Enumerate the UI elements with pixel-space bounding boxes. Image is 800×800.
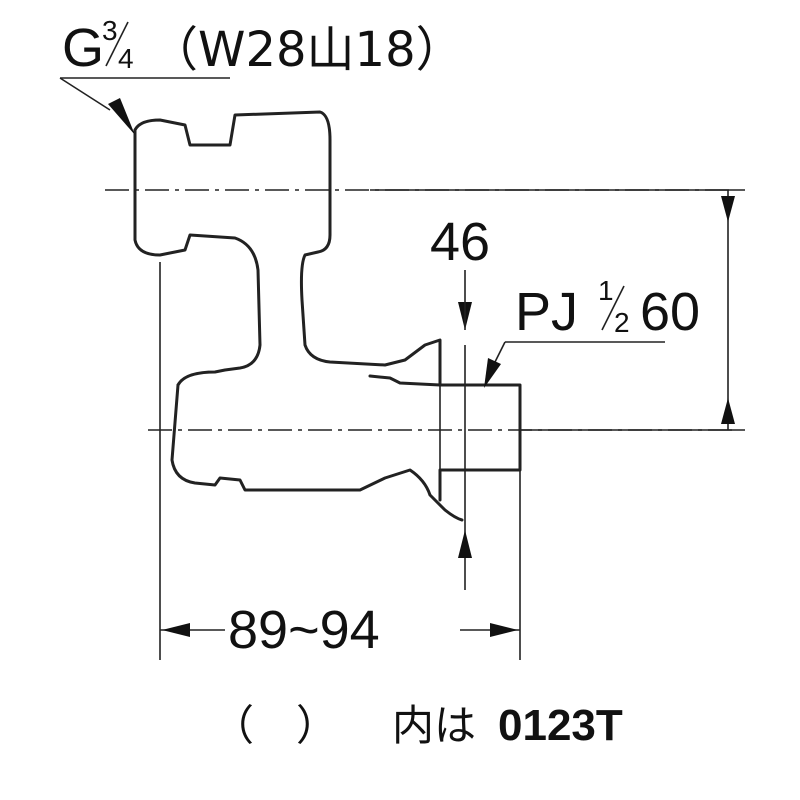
note-model: 0123T [498,701,623,750]
body-right [438,383,522,502]
arrow-89-left [162,623,190,637]
arrow-46-bottom [458,530,472,558]
pj-frac-slash [601,285,625,331]
pj-label: PJ [515,282,578,342]
note-text: 内は [392,701,476,750]
leader-pj-arrow [484,358,501,388]
thread-frac-top: 3 [102,15,118,46]
leader-g-arrow [108,98,135,135]
note-paren: （ ） [212,701,338,750]
pj-frac-bottom: 2 [614,307,630,338]
thread-frac-bottom: 4 [118,43,134,74]
dim-46-label: 46 [430,212,490,272]
thread-frac-slash [105,21,129,67]
thread-g-label: G [62,18,104,78]
dim-60-label: 60 [640,282,700,342]
arrow-60-bottom [721,398,735,424]
thread-w-label: （W28山18） [150,22,464,78]
body-outline [170,383,464,522]
upper-fitting-outline [133,110,442,387]
arrow-60-top [721,196,735,222]
upper-fitting-left [133,128,262,387]
leader-pj-line [494,341,506,363]
dim-89-94-label: 89~94 [228,600,380,660]
pj-frac-top: 1 [598,275,614,306]
arrow-89-right [490,623,518,637]
leader-g-line [59,77,111,111]
